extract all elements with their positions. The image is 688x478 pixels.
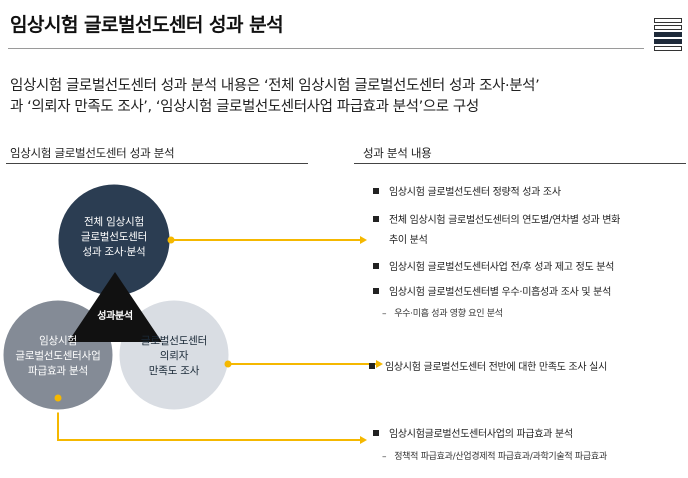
arrow-top — [360, 236, 367, 244]
circle-right-label: 글로벌선도센터 의뢰자 만족도 조사 — [124, 334, 224, 379]
connector-dot-top — [167, 236, 175, 244]
sub-item-text: 정책적 파급효과/산업경제적 파급효과/과학기술적 파급효과 — [394, 452, 607, 462]
list-item: 임상시험 글로벌선도센터 정량적 성과 조사 — [373, 183, 561, 198]
list-item-text: 임상시험글로벌선도센터사업의 파급효과 분석 — [389, 429, 573, 440]
list-item-text: 전체 임상시험 글로벌선도센터의 연도별/연차별 성과 변화 — [389, 215, 621, 226]
arrow-left — [360, 436, 367, 444]
left-section-heading: 임상시험 글로벌선도센터 성과 분석 — [10, 146, 175, 160]
circle-left-line1: 임상시험 — [39, 335, 77, 347]
layers-icon — [654, 18, 682, 53]
square-bullet-icon — [373, 188, 379, 194]
page-title: 임상시험 글로벌선도센터 성과 분석 — [10, 14, 284, 36]
center-label: 성과분석 — [97, 311, 133, 322]
list-item: 임상시험 글로벌선도센터사업 전/후 성과 제고 정도 분석 — [373, 258, 614, 273]
list-item: 임상시험 글로벌선도센터별 우수·미흡성과 조사 및 분석 — [373, 283, 611, 298]
sub-item: –정책적 파급효과/산업경제적 파급효과/과학기술적 파급효과 — [382, 449, 607, 462]
circle-right-line2: 의뢰자 — [159, 350, 189, 362]
connector-dot-right — [224, 360, 232, 368]
right-section-rule — [354, 163, 686, 164]
sub-item-text: 우수·미흡 성과 영향 요인 분석 — [394, 309, 503, 319]
connector-left — [57, 398, 360, 441]
circle-left-line3: 파급효과 분석 — [28, 365, 88, 377]
square-bullet-icon — [369, 363, 375, 369]
circle-top-line2: 글로벌선도센터 — [80, 231, 148, 243]
summary-text: 임상시험 글로벌선도센터 성과 분석 내용은 ‘전체 임상시험 글로벌선도센터 … — [10, 76, 680, 118]
title-divider — [8, 48, 644, 49]
list-item-text: 임상시험 글로벌선도센터별 우수·미흡성과 조사 및 분석 — [389, 287, 611, 298]
summary-line-1: 임상시험 글로벌선도센터 성과 분석 내용은 ‘전체 임상시험 글로벌선도센터 … — [10, 78, 540, 94]
square-bullet-icon — [373, 288, 379, 294]
circle-right-line3: 만족도 조사 — [148, 365, 200, 377]
square-bullet-icon — [373, 430, 379, 436]
right-section-heading: 성과 분석 내용 — [363, 146, 432, 160]
sub-item: –우수·미흡 성과 영향 요인 분석 — [382, 306, 503, 319]
summary-line-2: 과 ‘의뢰자 만족도 조사’, ‘임상시험 글로벌선도센터사업 파급효과 분석’… — [10, 99, 479, 115]
list-item: 임상시험 글로벌선도센터 전반에 대한 만족도 조사 실시 — [369, 358, 607, 373]
list-item: 전체 임상시험 글로벌선도센터의 연도별/연차별 성과 변화 — [373, 211, 620, 226]
connector-dot-left — [54, 394, 62, 402]
dash-icon: – — [382, 452, 387, 462]
square-bullet-icon — [373, 216, 379, 222]
list-item-text: 임상시험 글로벌선도센터 전반에 대한 만족도 조사 실시 — [385, 362, 607, 373]
circle-top-line3: 성과 조사·분석 — [82, 246, 146, 258]
circle-left-line2: 글로벌선도센터사업 — [15, 350, 101, 362]
circle-top-line1: 전체 임상시험 — [84, 216, 144, 228]
square-bullet-icon — [373, 263, 379, 269]
arrow-right — [376, 360, 383, 368]
list-item-continuation: 추이 분석 — [389, 235, 428, 246]
circle-left-label: 임상시험 글로벌선도센터사업 파급효과 분석 — [0, 334, 116, 379]
list-item-text: 임상시험 글로벌선도센터사업 전/후 성과 제고 정도 분석 — [389, 262, 615, 273]
list-item: 임상시험글로벌선도센터사업의 파급효과 분석 — [373, 425, 573, 440]
list-item-text: 임상시험 글로벌선도센터 정량적 성과 조사 — [389, 187, 561, 198]
dash-icon: – — [382, 309, 387, 319]
circle-top-label: 전체 임상시험 글로벌선도센터 성과 조사·분석 — [64, 215, 164, 260]
center-triangle — [68, 272, 162, 342]
left-section-rule — [6, 163, 308, 164]
circle-right-line1: 글로벌선도센터 — [140, 335, 208, 347]
